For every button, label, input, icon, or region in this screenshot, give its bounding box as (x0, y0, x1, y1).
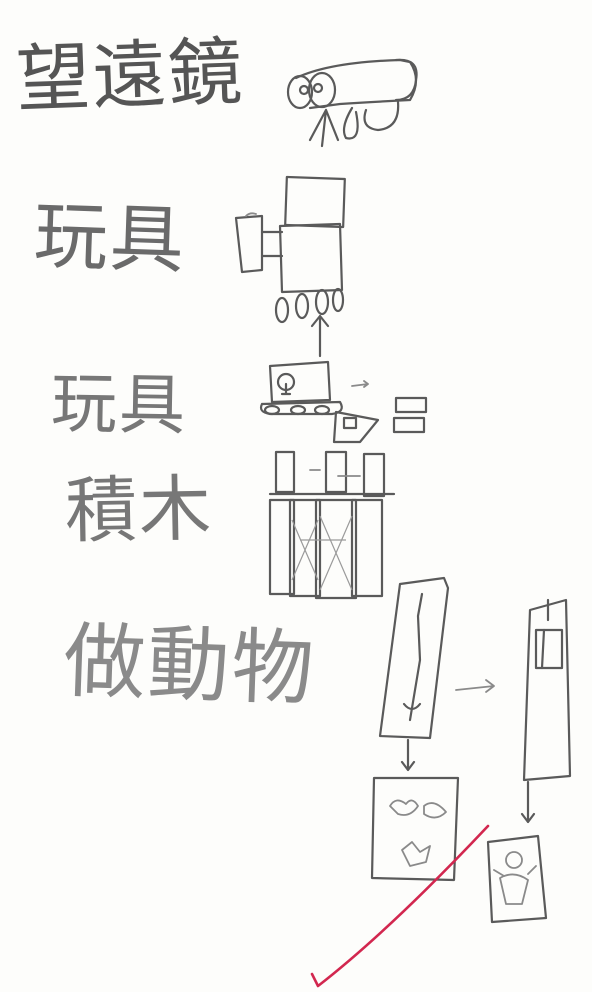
folding-step-1 (378, 576, 495, 740)
toy-robot-drawing (234, 175, 346, 358)
blocks-drawing (268, 450, 396, 600)
folding-step-2 (522, 598, 572, 782)
telescope-drawing (286, 58, 418, 148)
animal-card-1 (370, 738, 460, 882)
animal-card-2 (486, 780, 548, 924)
teacher-check-mark (310, 824, 490, 988)
toy-truck-drawing (259, 360, 428, 444)
